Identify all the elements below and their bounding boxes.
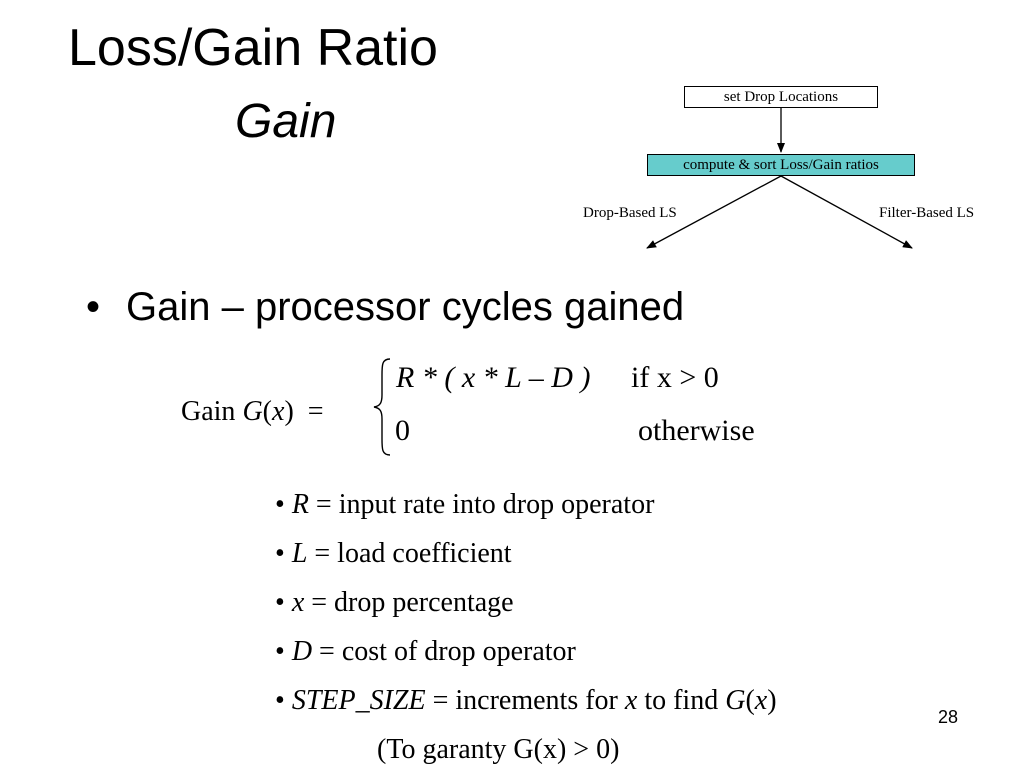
equation-lhs: Gain G(x) = — [181, 395, 324, 429]
definition-text: = input rate into drop operator — [308, 489, 655, 520]
definition-step-size: • STEP_SIZE = increments for x to find G… — [275, 684, 777, 718]
definition-text: = load coefficient — [307, 538, 512, 569]
equation-paren: ( — [262, 396, 272, 427]
definition-text: = drop percentage — [304, 587, 514, 618]
definition-marker: • — [275, 538, 285, 569]
definition-marker: • — [275, 587, 285, 618]
definition-x: • x = drop percentage — [275, 586, 514, 620]
equation-func: G — [242, 396, 263, 427]
flow-box-set-drop-locations: set Drop Locations — [684, 86, 878, 108]
equation-var: x — [272, 396, 285, 427]
definition-symbol: x — [291, 587, 305, 618]
equation-equals: = — [307, 396, 324, 427]
slide-title: Loss/Gain Ratio — [68, 19, 438, 77]
definition-symbol: x — [624, 685, 638, 716]
definition-text: = increments for — [425, 685, 625, 716]
slide-subtitle: Gain — [235, 95, 337, 148]
bullet-text: Gain – processor cycles gained — [126, 285, 685, 329]
bullet-gain: • Gain – processor cycles gained — [86, 283, 684, 331]
equation-paren: ) — [284, 396, 294, 427]
definition-D: • D = cost of drop operator — [275, 635, 576, 669]
equation-brace — [373, 358, 391, 456]
flow-label-filter-based: Filter-Based LS — [879, 205, 975, 221]
definition-text: ) — [767, 685, 777, 716]
equation-case2-expression: 0 — [395, 414, 410, 447]
definition-L: • L = load coefficient — [275, 537, 512, 571]
note-text: (To garanty G(x) > 0) — [377, 734, 620, 765]
definition-text: ( — [745, 685, 755, 716]
definition-symbol: R — [291, 489, 309, 520]
equation-lhs-prefix: Gain — [181, 396, 243, 427]
definition-symbol: D — [291, 636, 313, 667]
definition-symbol: G — [725, 685, 746, 716]
definition-symbol: x — [754, 685, 768, 716]
definition-text: to find — [637, 685, 726, 716]
bullet-marker: • — [86, 285, 101, 329]
definition-symbol: L — [291, 538, 308, 569]
definition-symbol: STEP_SIZE — [291, 685, 426, 716]
equation-case1-expression: R * ( x * L – D ) — [396, 361, 591, 394]
page-number: 28 — [938, 707, 959, 727]
flow-box-compute-ratios: compute & sort Loss/Gain ratios — [647, 154, 915, 176]
definition-R: • R = input rate into drop operator — [275, 488, 654, 522]
definition-marker: • — [275, 685, 285, 716]
equation-case2-condition: otherwise — [638, 414, 755, 447]
definition-marker: • — [275, 636, 285, 667]
flow-label-drop-based: Drop-Based LS — [583, 205, 677, 221]
definition-marker: • — [275, 489, 285, 520]
equation-case1-condition: if x > 0 — [631, 361, 719, 394]
definition-text: = cost of drop operator — [312, 636, 576, 667]
